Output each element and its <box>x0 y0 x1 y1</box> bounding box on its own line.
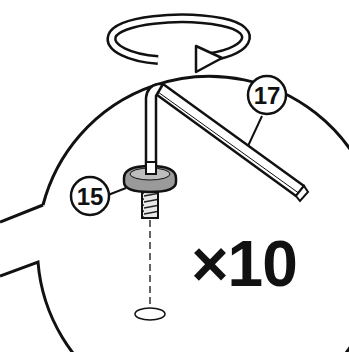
bubble-tail <box>0 205 43 222</box>
callout-number: 17 <box>254 84 281 108</box>
screw-hole <box>135 308 165 320</box>
quantity-label: ×10 <box>191 232 297 296</box>
screw <box>124 162 176 218</box>
callout-bubble <box>0 76 349 352</box>
callout-number: 15 <box>77 185 104 209</box>
callout-circle <box>248 76 286 114</box>
leader-line <box>248 116 262 146</box>
leader-line <box>108 188 126 195</box>
callout-circle <box>71 177 109 215</box>
rotation-arrow <box>112 18 246 72</box>
axis-line <box>149 220 150 306</box>
